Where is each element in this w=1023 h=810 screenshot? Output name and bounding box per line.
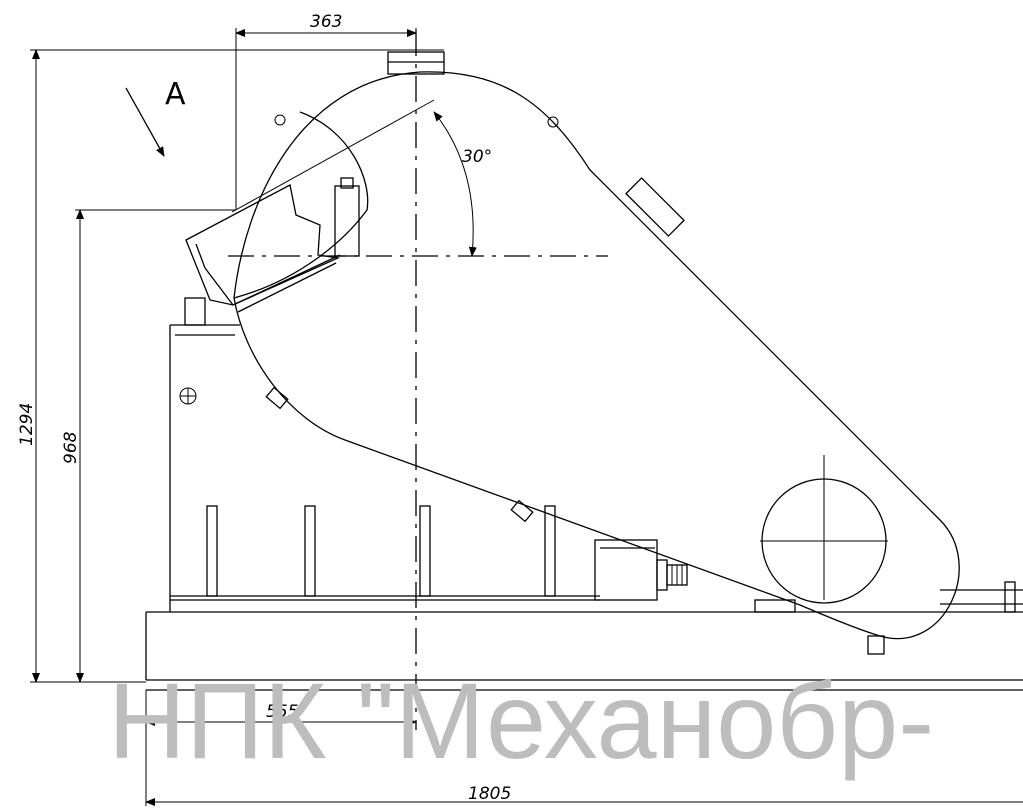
feed-chute <box>185 111 369 313</box>
dimension-363: 363 <box>310 12 342 32</box>
dimension-555: 555 <box>266 702 298 722</box>
support-housing <box>169 297 556 612</box>
crusher-casing <box>233 51 1023 655</box>
view-label: A <box>165 77 186 112</box>
dimension-968: 968 <box>61 431 81 464</box>
center-lines <box>228 30 608 730</box>
dimension-lines <box>30 28 1023 806</box>
angle-annotation: 30° <box>433 111 492 257</box>
view-arrow: A <box>125 77 186 157</box>
dimension-1805: 1805 <box>468 784 511 804</box>
drive-motor <box>594 539 688 601</box>
base-frame <box>145 595 1023 691</box>
watermark-text: НПК "Механобр- <box>108 660 934 781</box>
angle-label: 30° <box>462 147 492 167</box>
dimension-1294: 1294 <box>17 403 37 446</box>
